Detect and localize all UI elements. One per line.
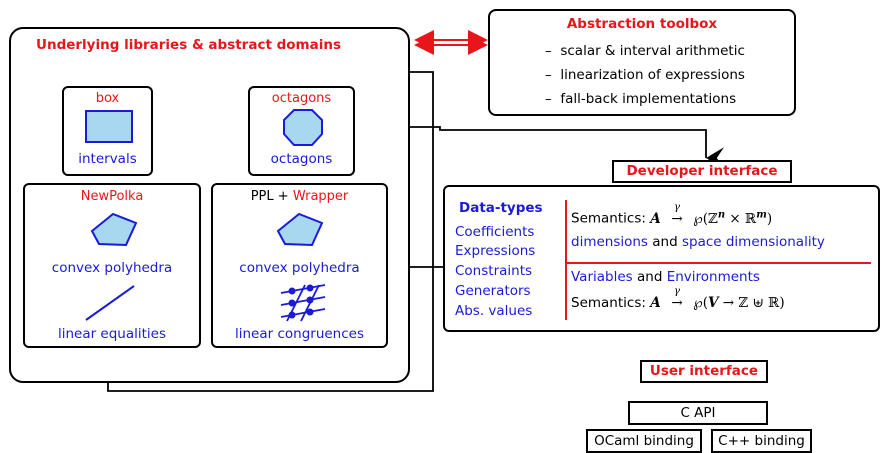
line-icon	[85, 285, 135, 321]
dimensions-line: dimensions and space dimensionality	[571, 234, 825, 250]
octagon-icon	[283, 109, 323, 146]
vertical-divider	[565, 200, 567, 320]
abstraction-toolbox: Abstraction toolbox – scalar & interval …	[488, 9, 796, 116]
octagons-library: octagons octagons	[248, 86, 355, 176]
ppl-library-name: PPL + Wrapper	[250, 189, 349, 204]
octagon-to-developer-line	[356, 126, 724, 169]
datatype-item: Generators	[455, 283, 531, 299]
datatype-item: Coefficients	[455, 224, 535, 240]
box-library-name: box	[95, 91, 120, 106]
horizontal-divider	[567, 262, 871, 264]
user-interface-label: User interface	[640, 360, 768, 383]
semantics-concrete-domain: Semantics: A γ→ ℘(ℤn × ℝm)	[571, 201, 773, 227]
datatype-item: Abs. values	[455, 303, 533, 319]
toolbox-item: – scalar & interval arithmetic	[545, 43, 745, 59]
newpolka-library: NewPolka convex polyhedra linear equalit…	[23, 183, 201, 348]
toolbox-item: – fall-back implementations	[545, 91, 737, 107]
lattice-icon	[280, 284, 326, 322]
datatype-item: Expressions	[455, 243, 536, 259]
datatype-item: Constraints	[455, 263, 533, 279]
newpolka-library-name: NewPolka	[80, 189, 144, 204]
interface-panel: Data-types Coefficients Expressions Cons…	[443, 185, 880, 332]
octagons-library-name: octagons	[271, 91, 332, 106]
rectangle-icon	[85, 110, 133, 143]
polyhedron-icon	[90, 212, 138, 247]
ppl-library: PPL + Wrapper convex polyhedra linear co…	[211, 183, 388, 348]
toolbox-title: Abstraction toolbox	[566, 16, 718, 32]
semantics-environment-domain: Semantics: A γ→ ℘(V → ℤ ⊎ ℝ)	[571, 286, 785, 311]
box-library: box intervals	[62, 86, 153, 176]
box-domain-label: intervals	[78, 151, 137, 167]
variables-line: Variables and Environments	[571, 269, 760, 285]
ocaml-binding-box: OCaml binding	[586, 429, 702, 453]
toolbox-item: – linearization of expressions	[545, 67, 745, 83]
ppl-domain-congruences: linear congruences	[234, 326, 364, 342]
ppl-domain-polyhedra: convex polyhedra	[239, 260, 360, 276]
cpp-binding-box: C++ binding	[711, 429, 812, 453]
c-api-box: C API	[628, 401, 768, 425]
polyhedron-icon	[276, 212, 324, 247]
newpolka-domain-equalities: linear equalities	[57, 326, 167, 342]
developer-interface-label: Developer interface	[612, 160, 792, 183]
octagons-domain-label: octagons	[270, 151, 333, 167]
libraries-title: Underlying libraries & abstract domains	[36, 37, 341, 53]
datatypes-title: Data-types	[459, 200, 543, 216]
newpolka-domain-polyhedra: convex polyhedra	[51, 260, 173, 276]
